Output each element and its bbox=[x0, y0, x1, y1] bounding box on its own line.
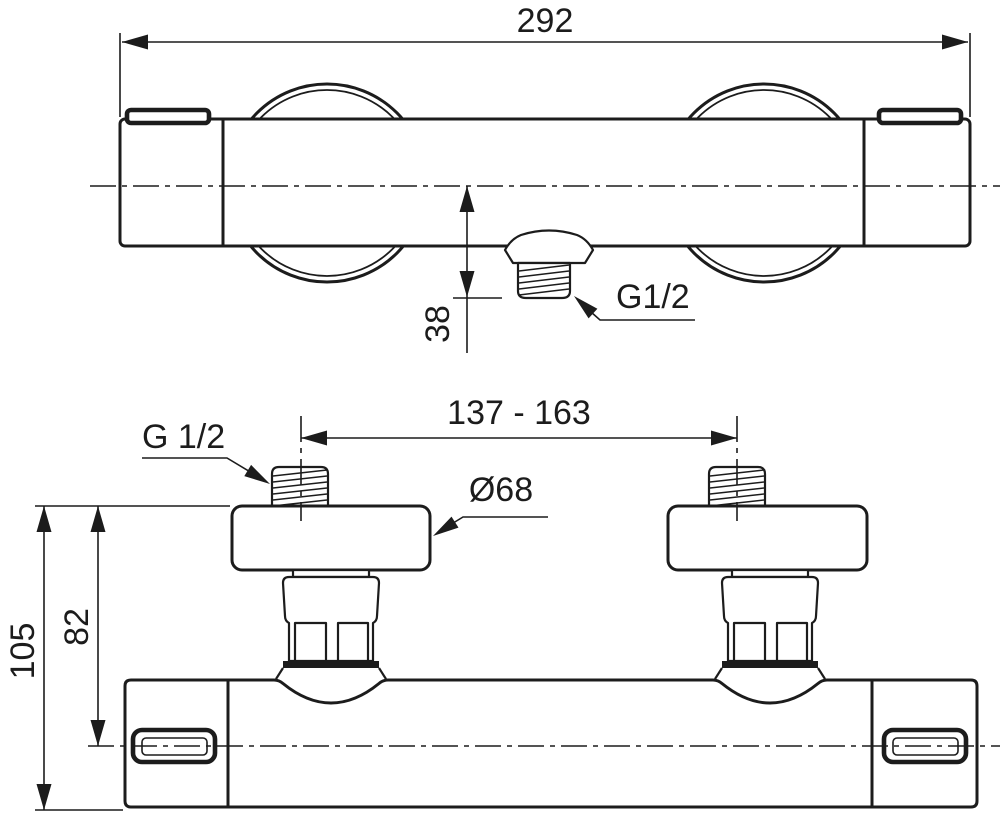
top-view bbox=[90, 82, 1000, 300]
outlet-thread-callout: G1/2 bbox=[574, 278, 695, 321]
flare bbox=[817, 667, 826, 680]
left-escutcheon bbox=[230, 504, 432, 572]
arrowhead-left bbox=[301, 430, 327, 446]
dim-overall-height-label: 105 bbox=[4, 623, 42, 680]
right-cap-tab bbox=[876, 107, 964, 126]
dim-inlet-spacing: 137 - 163 bbox=[301, 394, 737, 446]
arrowhead-up bbox=[90, 506, 106, 532]
arrowhead-left bbox=[122, 34, 148, 50]
nut-window bbox=[293, 621, 328, 663]
mixer-bar-body-front bbox=[123, 678, 979, 809]
mixer-bar-body-top bbox=[118, 117, 972, 248]
inlet-thread-label: G 1/2 bbox=[142, 418, 225, 456]
escutcheon-diameter-label: Ø68 bbox=[469, 471, 533, 509]
right-union-nut bbox=[714, 568, 826, 680]
leader-arrowhead bbox=[433, 516, 459, 536]
arrowhead-up bbox=[36, 506, 52, 532]
outlet-thread-label: G1/2 bbox=[616, 278, 690, 316]
dim-overall-height: 105 bbox=[4, 505, 230, 811]
dim-height-to-axis-label: 82 bbox=[58, 608, 96, 646]
dim-height-to-axis: 82 bbox=[58, 506, 106, 746]
leader-arrowhead bbox=[244, 464, 270, 484]
left-union-nut bbox=[275, 568, 387, 680]
dim-outlet-offset-label: 38 bbox=[419, 305, 457, 343]
flare bbox=[378, 667, 387, 680]
outlet-thread-hatch bbox=[518, 264, 570, 296]
arrowhead-right bbox=[942, 34, 968, 50]
dim-outlet-offset: 38 bbox=[419, 186, 502, 353]
nut-window bbox=[732, 621, 767, 663]
arrowhead-up bbox=[459, 186, 475, 212]
left-cap-tab bbox=[124, 107, 212, 126]
escutcheon-diameter-callout: Ø68 bbox=[433, 471, 548, 536]
arrowhead-down bbox=[90, 720, 106, 746]
leader-line bbox=[590, 311, 695, 321]
arrowhead-down bbox=[459, 271, 475, 297]
inlet-thread-callout: G 1/2 bbox=[142, 418, 270, 484]
arrowhead-right bbox=[711, 430, 737, 446]
dim-inlet-spacing-label: 137 - 163 bbox=[447, 394, 591, 432]
right-escutcheon bbox=[666, 504, 869, 572]
flare bbox=[275, 667, 284, 680]
nut-base-band bbox=[722, 661, 818, 668]
left-inlet-thread bbox=[270, 465, 330, 509]
leader-line bbox=[444, 516, 548, 529]
outlet-connector bbox=[503, 229, 595, 300]
leader-line bbox=[142, 457, 263, 480]
dim-overall-width: 292 bbox=[119, 2, 971, 117]
nut-base-band bbox=[283, 661, 379, 668]
nut-window bbox=[336, 621, 370, 663]
outlet-dome bbox=[503, 229, 595, 265]
front-view bbox=[88, 416, 1000, 809]
leader-arrowhead bbox=[574, 296, 598, 319]
dim-overall-width-label: 292 bbox=[517, 2, 574, 40]
arrowhead-down bbox=[36, 784, 52, 810]
nut-window bbox=[775, 621, 809, 663]
flare bbox=[714, 667, 723, 680]
